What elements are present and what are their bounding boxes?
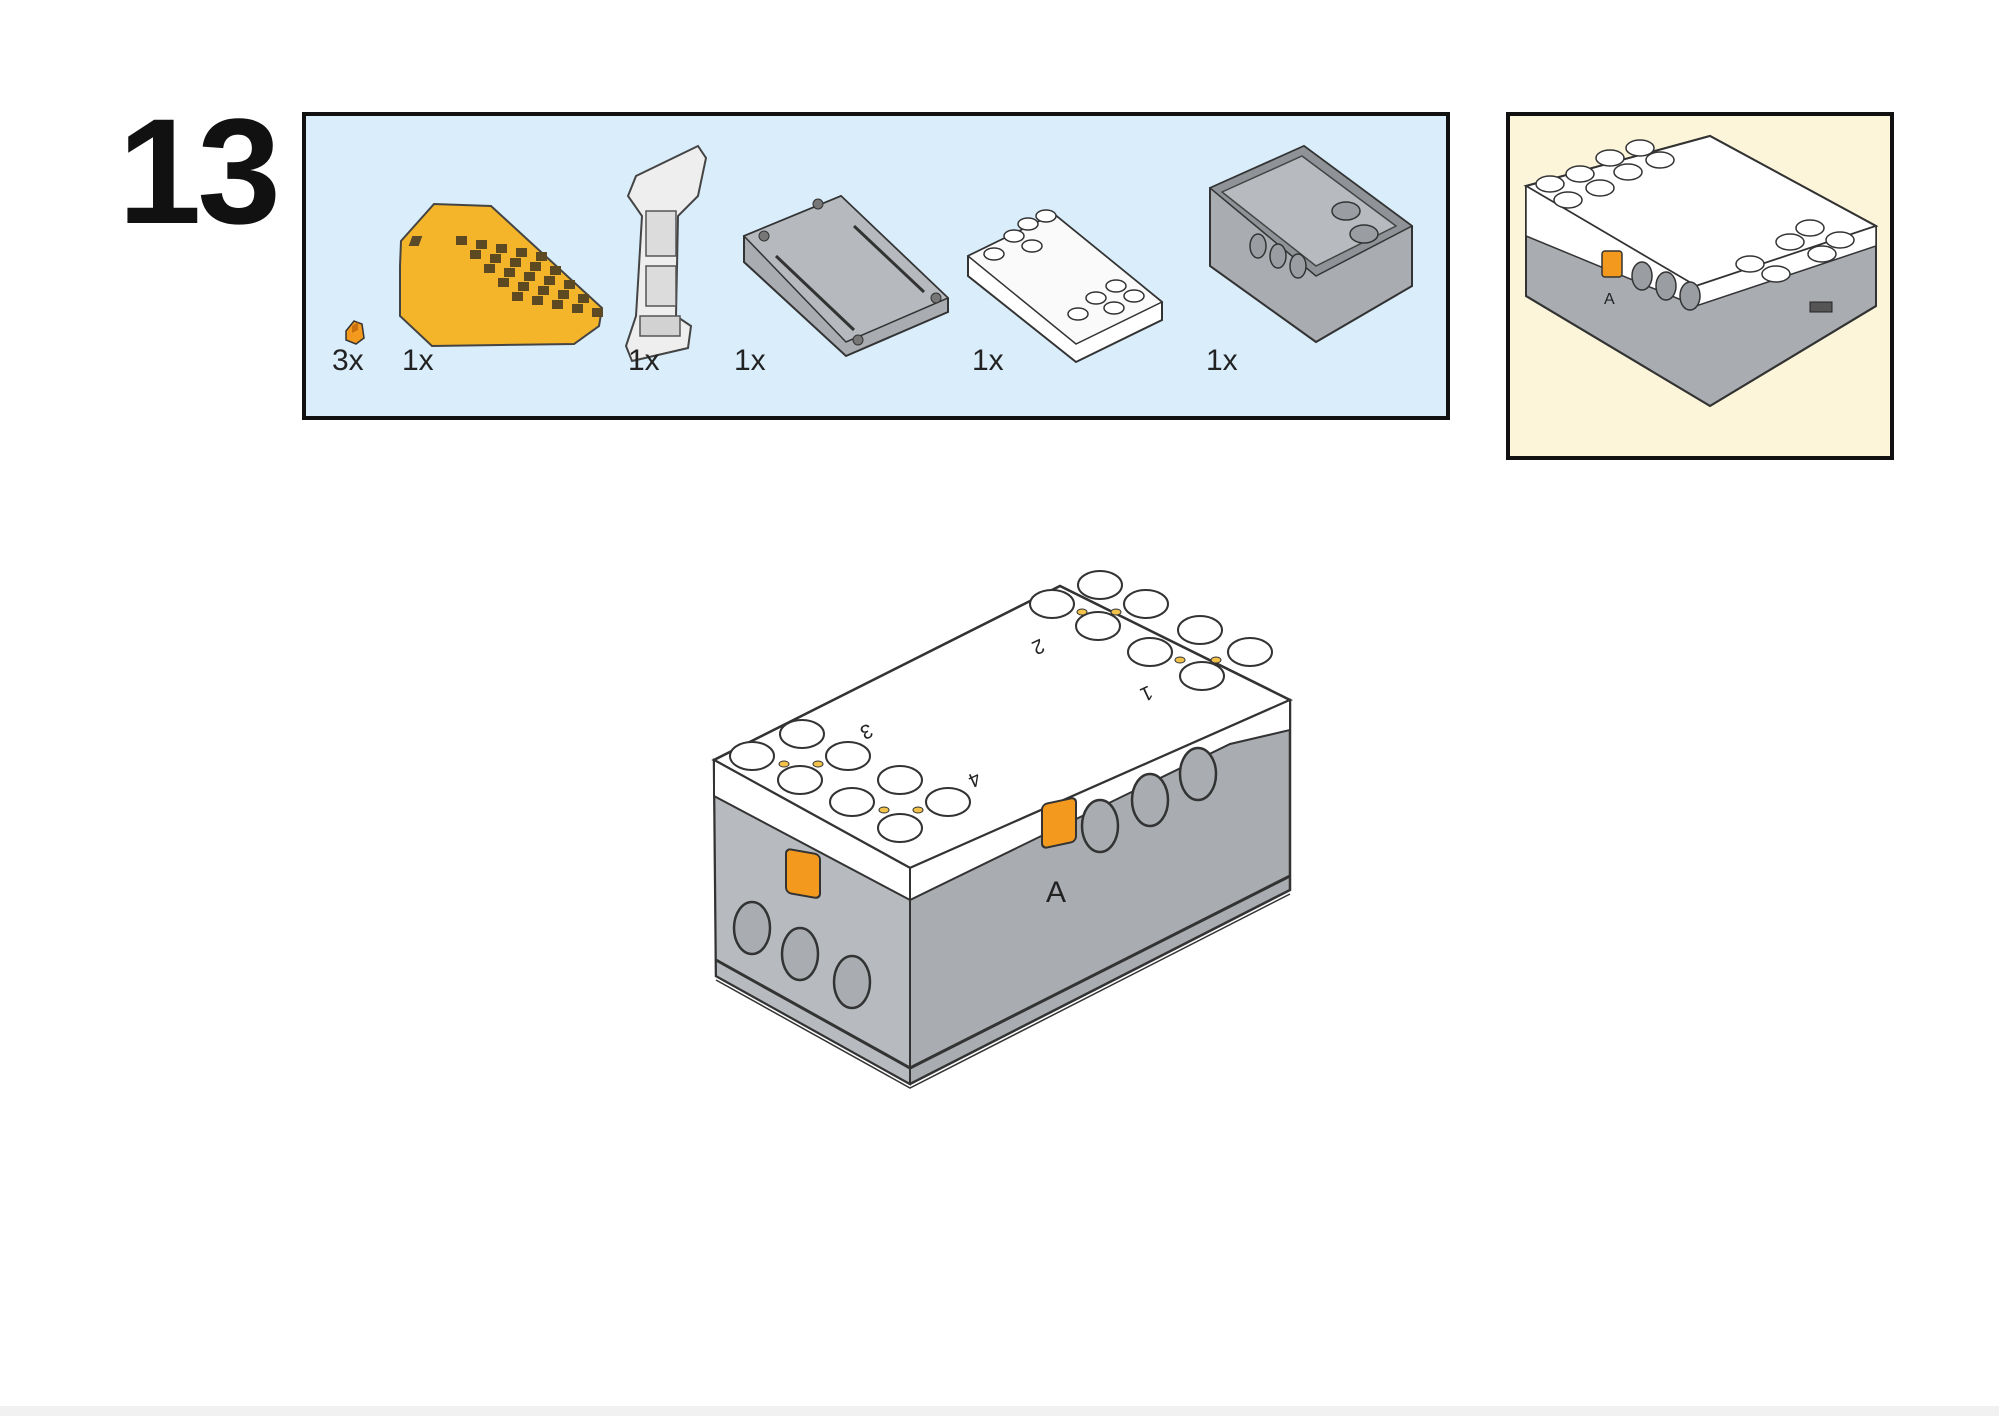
led-cell	[558, 290, 569, 299]
led-cell	[490, 254, 501, 263]
led-cell	[476, 240, 487, 249]
led-cell	[510, 258, 521, 267]
orange-connector-part	[345, 320, 365, 345]
led-cell	[456, 236, 467, 245]
gray-cover-plate-part	[742, 194, 950, 358]
led-cell	[524, 272, 535, 281]
led-cell	[516, 248, 527, 257]
result-preview-panel: A	[1506, 112, 1894, 460]
port-a-label: A	[1046, 876, 1066, 909]
part-qty: 1x	[972, 344, 1004, 377]
led-cell	[592, 308, 603, 317]
led-cell	[484, 264, 495, 273]
parts-illustrations	[345, 144, 1414, 364]
led-cell	[564, 280, 575, 289]
result-port-a-button	[1601, 250, 1623, 278]
led-cell	[572, 304, 583, 313]
led-cell	[552, 300, 563, 309]
gray-housing-part	[1208, 144, 1414, 344]
step-number: 13	[118, 87, 281, 255]
led-matrix-plate-part	[399, 202, 604, 348]
part-qty: 1x	[402, 344, 434, 377]
led-cell	[536, 252, 547, 261]
port-a-button	[1041, 797, 1077, 849]
parts-list-panel: 3x 1x 1x 1x 1x 1x	[302, 112, 1450, 420]
led-cell	[512, 292, 523, 301]
part-qty: 1x	[628, 344, 660, 377]
led-cell	[498, 278, 509, 287]
part-qty: 3x	[332, 344, 364, 377]
power-button	[785, 848, 821, 899]
led-cell	[530, 262, 541, 271]
page-footer-strip	[0, 1406, 1999, 1416]
circuit-frame-part	[624, 144, 708, 363]
part-qty: 1x	[1206, 344, 1238, 377]
result-port-a-label: A	[1604, 291, 1615, 308]
led-cell	[518, 282, 529, 291]
led-cell	[538, 286, 549, 295]
led-cell	[496, 244, 507, 253]
result-illustration: A	[1523, 134, 1879, 408]
led-cell	[578, 294, 589, 303]
led-cell	[504, 268, 515, 277]
led-cell	[550, 266, 561, 275]
part-qty: 1x	[734, 344, 766, 377]
led-cell	[544, 276, 555, 285]
led-cell	[532, 296, 543, 305]
white-top-cover-part	[966, 209, 1164, 364]
led-cell	[470, 250, 481, 259]
